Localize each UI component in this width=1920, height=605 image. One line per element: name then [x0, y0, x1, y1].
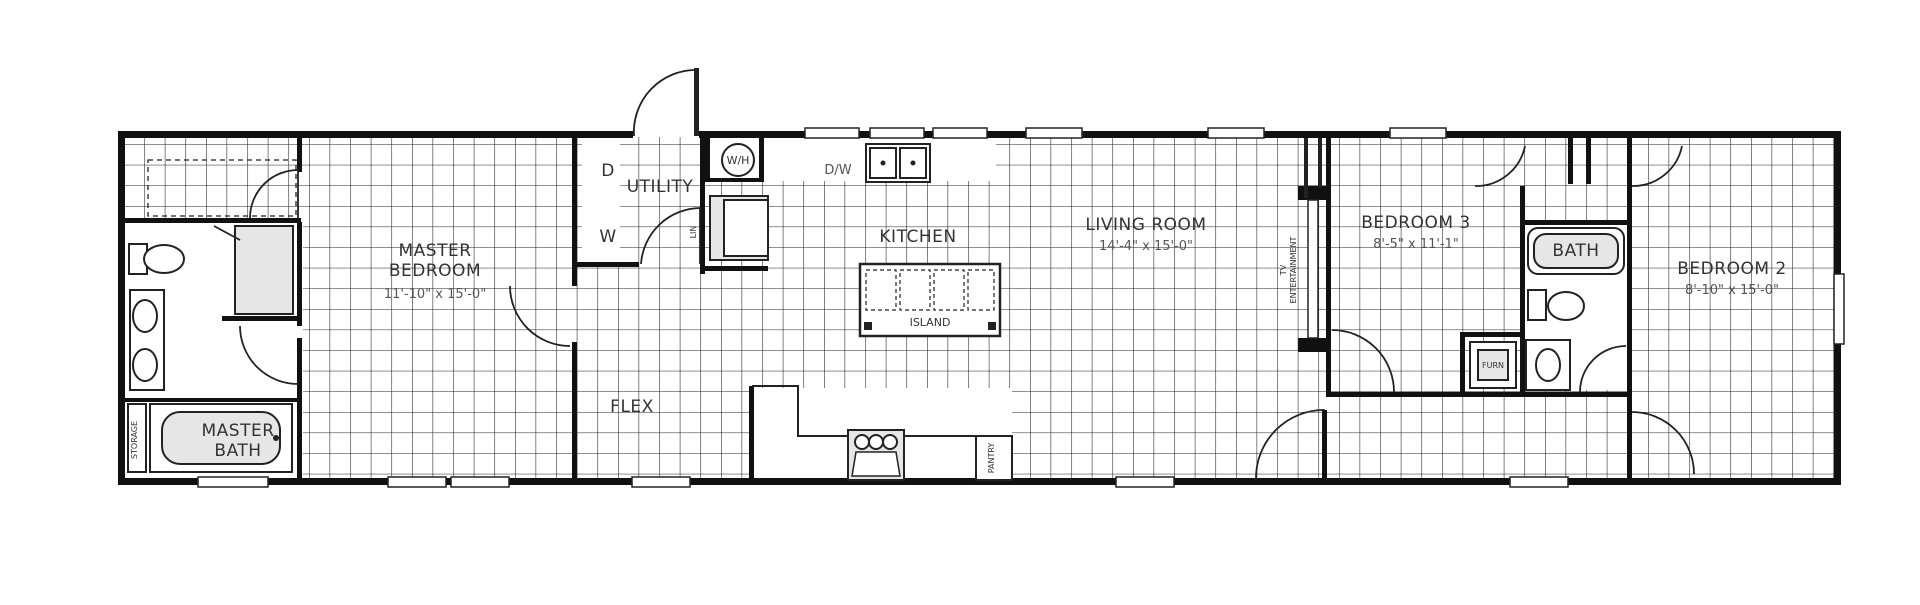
flex-label: FLEX — [610, 397, 654, 417]
exterior-wall-left — [118, 131, 125, 485]
bath-door-swing — [1579, 345, 1627, 393]
front-door — [633, 68, 699, 137]
bath-label: BATH — [1552, 241, 1599, 261]
master-bath-label-line2: BATH — [214, 441, 261, 461]
exterior-wall-top-right — [699, 131, 1841, 138]
linen-label: LIN — [689, 226, 698, 239]
master-suite-walls — [123, 138, 302, 480]
master-bedroom-dims: 11'-10" x 15'-0" — [384, 287, 486, 302]
water-heater-label: W/H — [727, 154, 750, 167]
water-heater — [721, 143, 755, 177]
bedroom2-door-swing — [1631, 411, 1695, 475]
island-label: ISLAND — [910, 316, 951, 329]
furnace-label: FURN — [1482, 361, 1504, 370]
linen-inner — [723, 199, 769, 257]
bedroom3-label: BEDROOM 3 — [1361, 213, 1470, 233]
flex-door-swing — [509, 285, 571, 347]
dryer-label: D — [601, 161, 615, 181]
master-bath-door-swing — [239, 325, 299, 385]
entry-door-swing — [1255, 409, 1325, 479]
entertainment-label-line2: ENTERTAINMENT — [1289, 236, 1298, 303]
living-room-dims: 14'-4" x 15'-0" — [1099, 239, 1193, 254]
pantry-label: PANTRY — [987, 443, 996, 474]
master-bath-label-line1: MASTER — [201, 421, 274, 441]
utility-label: UTILITY — [627, 177, 694, 197]
bedroom2-label: BEDROOM 2 — [1677, 259, 1786, 279]
kitchen-fixtures — [749, 143, 1013, 481]
bedroom3-door-swing — [1331, 329, 1395, 393]
bath-fixtures — [1469, 227, 1625, 391]
utility-shelf-area — [582, 137, 620, 265]
entertainment-label-line1: TV — [1279, 264, 1288, 276]
exterior-wall-top-left — [118, 131, 633, 138]
kitchen-label: KITCHEN — [879, 227, 956, 247]
master-bath-fixtures — [127, 225, 294, 473]
washer-label: W — [599, 227, 616, 247]
master-bedroom-label-line1: MASTER — [398, 241, 471, 261]
master-bedroom-label-line2: BEDROOM — [389, 261, 481, 281]
windows — [197, 127, 1845, 488]
bedroom-wing-walls — [1326, 138, 1632, 480]
bedroom3-closet-door — [1474, 145, 1526, 187]
exterior-wall-bottom — [118, 478, 1841, 485]
bedroom3-dims: 8'-5" x 11'-1" — [1373, 237, 1459, 252]
closet-door-swing — [249, 169, 299, 219]
storage-label: STORAGE — [130, 421, 139, 459]
utility-walls — [572, 138, 768, 480]
living-room-fixtures — [1255, 138, 1327, 480]
utility-door-swing — [640, 207, 701, 265]
bedroom2-closet-door — [1631, 145, 1683, 187]
living-room-label: LIVING ROOM — [1085, 215, 1206, 235]
bedroom2-dims: 8'-10" x 15'-0" — [1685, 283, 1779, 298]
dishwasher-label: D/W — [824, 163, 851, 178]
walk-in-closet-shelf — [147, 159, 297, 217]
